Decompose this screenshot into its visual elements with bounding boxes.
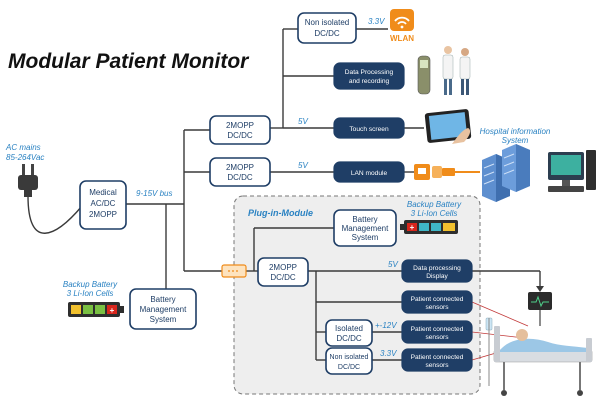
wifi-icon bbox=[390, 9, 414, 31]
hospital-bed-icon bbox=[485, 292, 593, 396]
voltage-display: 5V bbox=[388, 260, 398, 269]
hospital-info-label-line1: Hospital information bbox=[480, 127, 551, 136]
battery-icon: + bbox=[400, 220, 458, 234]
battery-icon: + bbox=[68, 302, 124, 317]
mains-cable bbox=[27, 195, 83, 234]
ethernet-connector-icon bbox=[414, 164, 455, 180]
ac-mains-label-line1: AC mains bbox=[5, 143, 41, 152]
svg-text:LAN module: LAN module bbox=[351, 170, 388, 177]
backup-battery-main-line2: 3 Li-Ion Cells bbox=[67, 289, 114, 298]
voltage-lan: 5V bbox=[298, 161, 308, 170]
plug-in-module-label: Plug-in-Module bbox=[248, 208, 313, 218]
plug-icon bbox=[18, 164, 38, 197]
hospital-info-label-line2: System bbox=[502, 136, 529, 145]
sensor-lead-1 bbox=[471, 301, 529, 327]
voltage-isolated: +-12V bbox=[375, 321, 397, 330]
plug-in-module-region bbox=[233, 195, 481, 395]
backup-battery-module-line2: 3 Li-Ion Cells bbox=[411, 209, 458, 218]
svg-text:Touch screen: Touch screen bbox=[349, 126, 389, 133]
wiring bbox=[27, 28, 544, 361]
bus-label: 9-15V bus bbox=[136, 189, 172, 198]
voltage-wlan: 3.3V bbox=[368, 17, 385, 26]
medical-staff-icon bbox=[417, 46, 471, 95]
server-rack-icon bbox=[482, 144, 530, 202]
module-connector-icon bbox=[221, 264, 247, 278]
arrow-icon bbox=[536, 286, 544, 292]
backup-battery-module-line1: Backup Battery bbox=[407, 200, 462, 209]
svg-text:+: + bbox=[410, 223, 415, 232]
voltage-non-isolated: 3.3V bbox=[380, 349, 397, 358]
svg-text:+: + bbox=[110, 306, 115, 315]
tablet-hand-icon bbox=[424, 109, 472, 144]
page-title: Modular Patient Monitor bbox=[8, 50, 250, 73]
wlan-label: WLAN bbox=[390, 34, 414, 43]
block-touch-screen: Touch screen bbox=[333, 117, 405, 139]
backup-battery-main-line1: Backup Battery bbox=[63, 280, 118, 289]
computer-workstation-icon bbox=[548, 150, 596, 192]
ac-mains-label-line2: 85-264Vac bbox=[6, 153, 44, 162]
voltage-touch-screen: 5V bbox=[298, 117, 308, 126]
block-lan-module: LAN module bbox=[333, 161, 405, 183]
